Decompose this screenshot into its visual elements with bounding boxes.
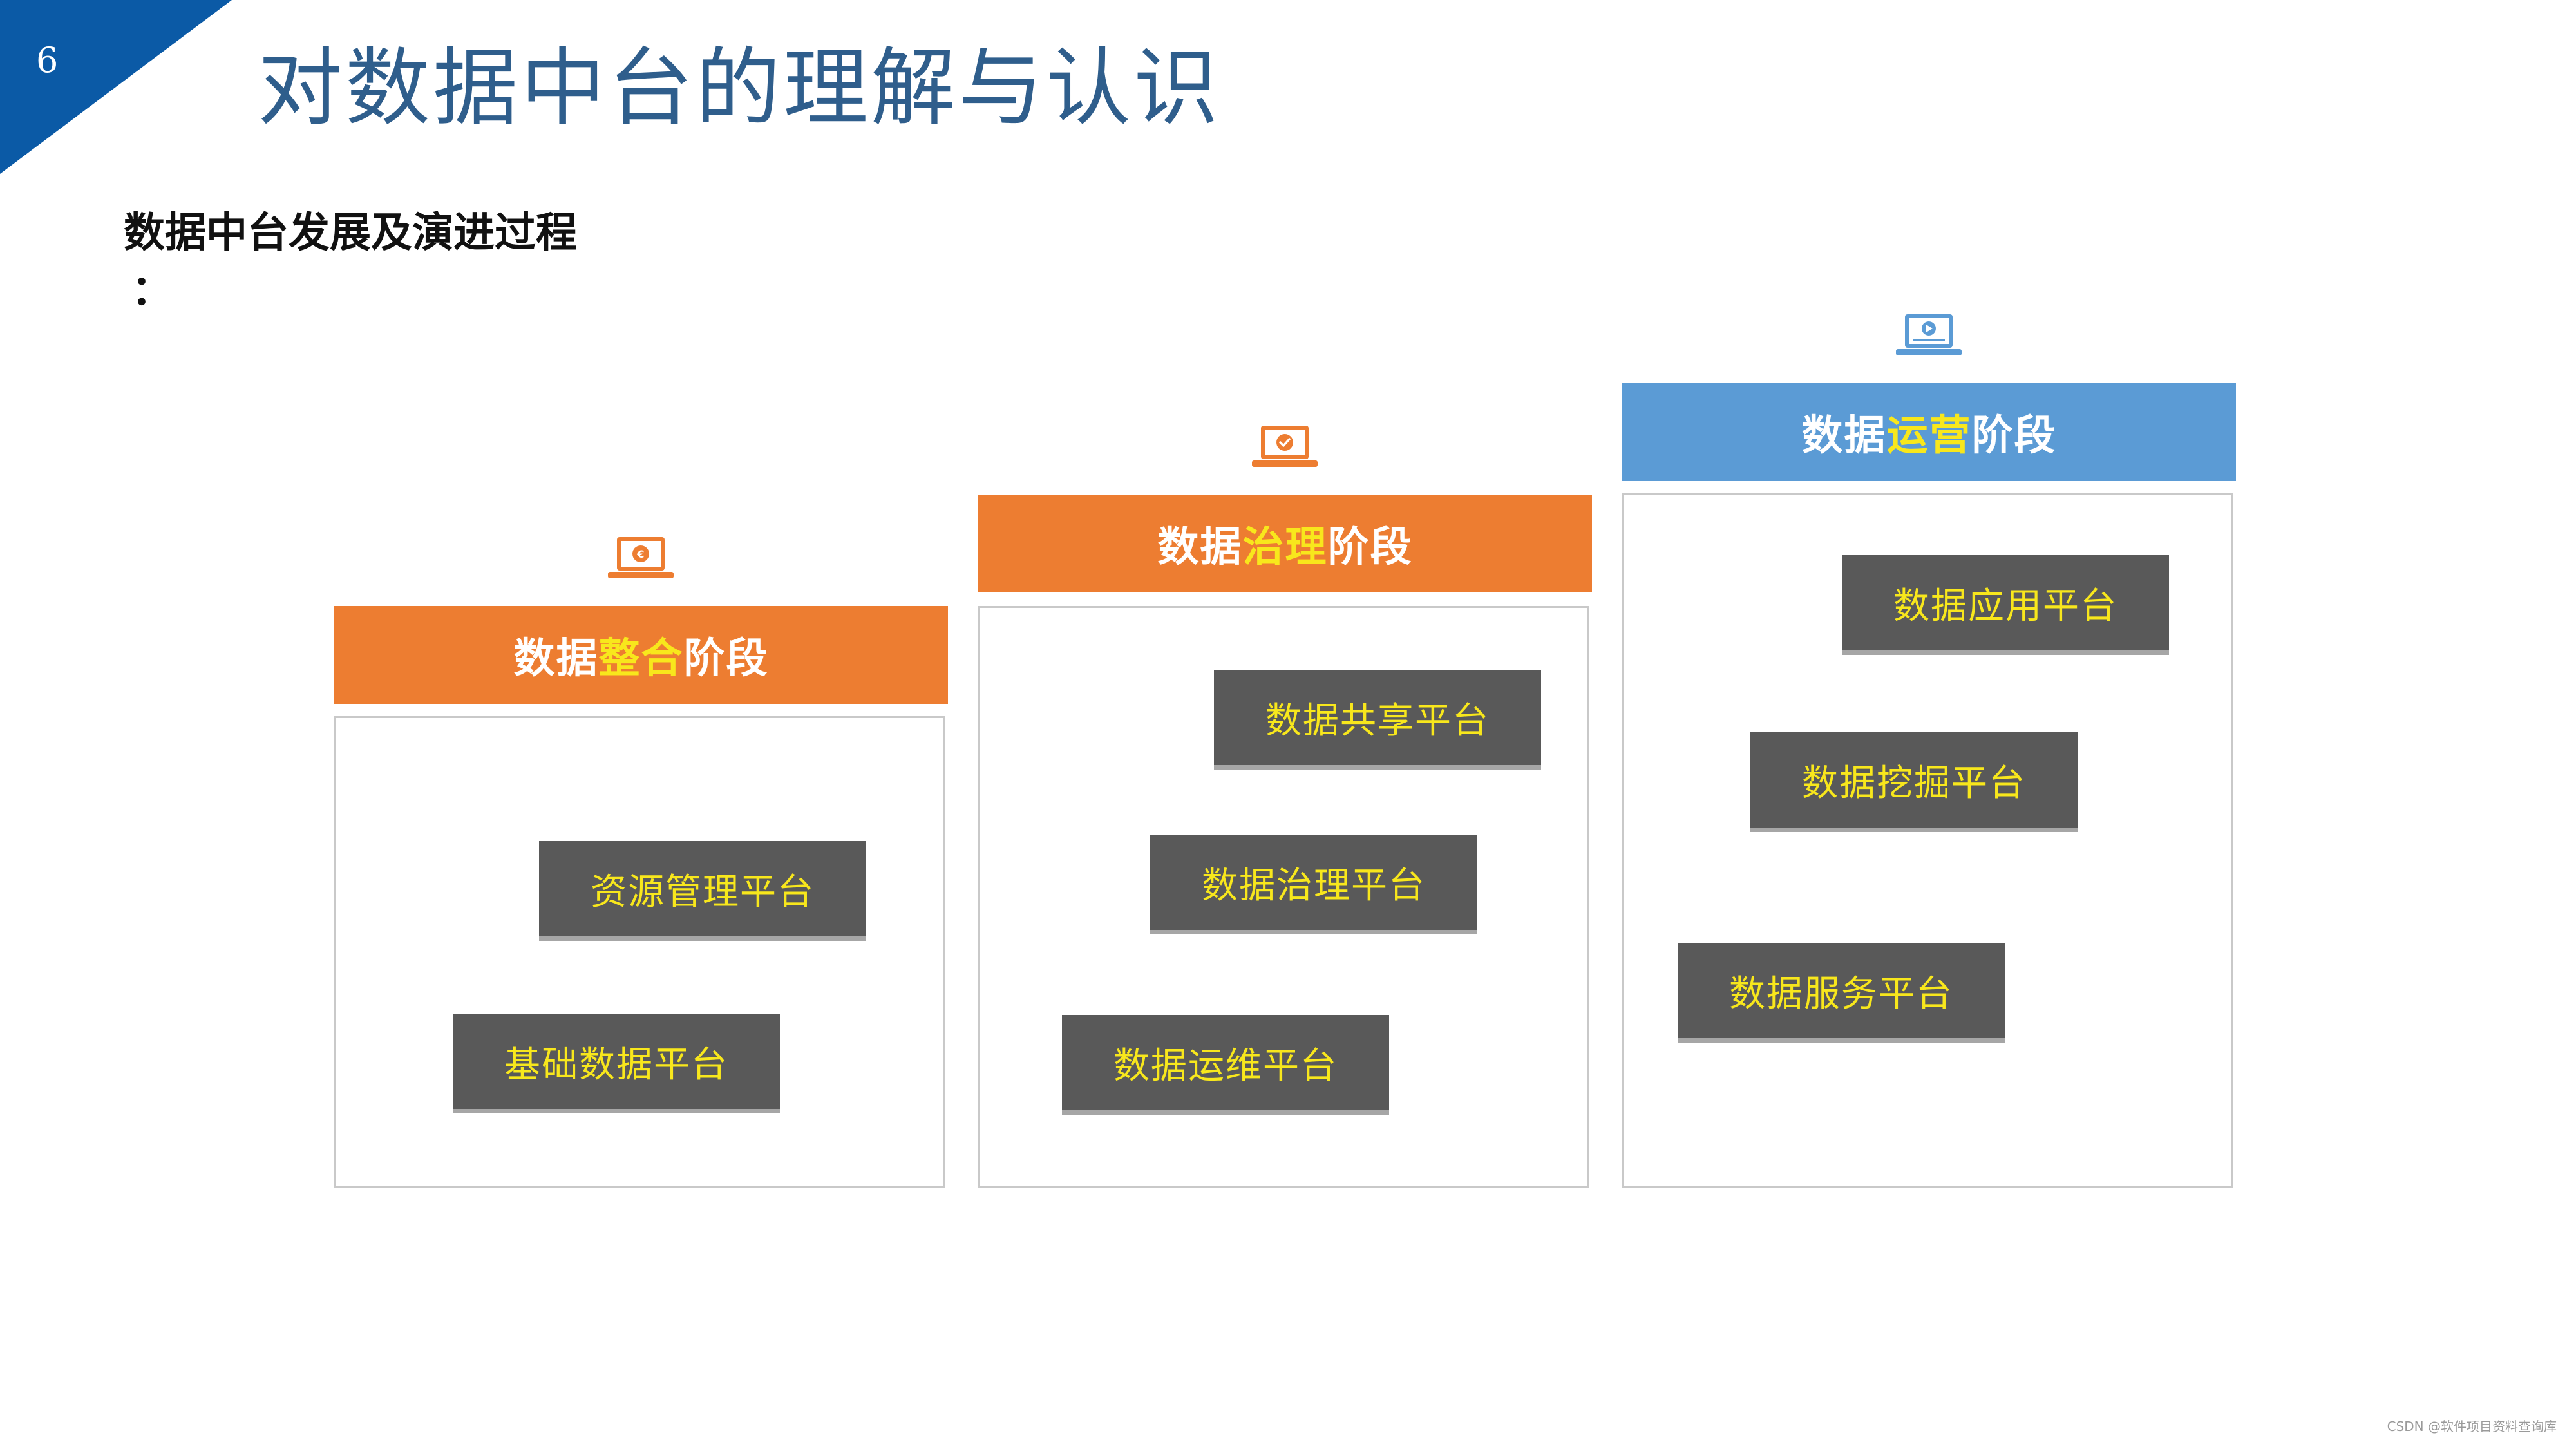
laptop-play-icon <box>1896 314 1962 355</box>
platform-data-service: 数据服务平台 <box>1678 943 2005 1043</box>
platform-data-application: 数据应用平台 <box>1842 555 2169 655</box>
stage-header-highlight: 整合 <box>598 635 684 683</box>
stage-header-suffix: 阶段 <box>1971 412 2057 460</box>
laptop-euro-icon: € <box>608 537 674 578</box>
platform-data-operations: 数据运维平台 <box>1062 1015 1389 1115</box>
stage-header-governance: 数据治理阶段 <box>978 495 1592 592</box>
platform-data-sharing: 数据共享平台 <box>1214 670 1541 770</box>
platform-data-mining: 数据挖掘平台 <box>1750 732 2078 832</box>
platform-basic-data: 基础数据平台 <box>453 1014 780 1113</box>
stage-header-integration: 数据整合阶段 <box>334 606 948 704</box>
svg-text:€: € <box>636 548 644 560</box>
stage-header-operation: 数据运营阶段 <box>1622 383 2236 481</box>
stage-box-integration: 资源管理平台 基础数据平台 <box>334 716 945 1188</box>
stage-header-highlight: 运营 <box>1886 412 1972 460</box>
page-number: 6 <box>36 40 59 80</box>
stage-header-prefix: 数据 <box>513 635 599 683</box>
subtitle-colon: ： <box>131 267 173 315</box>
section-subtitle: 数据中台发展及演进过程 <box>124 209 577 257</box>
stage-box-governance: 数据共享平台 数据治理平台 数据运维平台 <box>978 606 1589 1188</box>
stage-header-suffix: 阶段 <box>683 635 769 683</box>
watermark: CSDN @软件项目资料查询库 <box>2387 1419 2557 1434</box>
stage-header-prefix: 数据 <box>1157 524 1243 571</box>
stage-header-suffix: 阶段 <box>1327 524 1413 571</box>
stage-header-highlight: 治理 <box>1242 524 1328 571</box>
platform-data-governance: 数据治理平台 <box>1150 835 1477 934</box>
page-title: 对数据中台的理解与认识 <box>258 39 1221 138</box>
platform-resource-management: 资源管理平台 <box>539 841 866 941</box>
stage-header-prefix: 数据 <box>1801 412 1887 460</box>
stage-box-operation: 数据应用平台 数据挖掘平台 数据服务平台 <box>1622 493 2233 1188</box>
corner-triangle <box>0 0 232 174</box>
laptop-check-icon <box>1252 426 1318 467</box>
